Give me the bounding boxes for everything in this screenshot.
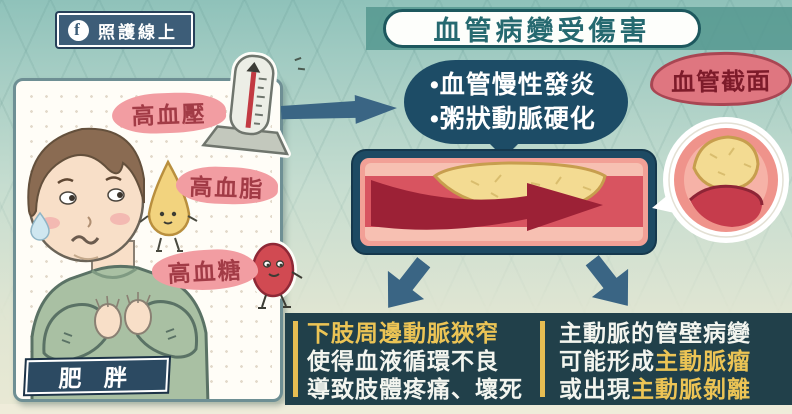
outcome-left-line-2: 使得血液循環不良 — [307, 348, 499, 374]
lipid-droplet-character — [139, 158, 198, 252]
artery-cross-section-diagram — [652, 117, 789, 243]
artery-longitudinal-diagram — [351, 149, 657, 255]
brand-badge: f 照護線上 — [57, 13, 193, 47]
outcome-left-line-3: 導致肢體疼痛、壞死 — [307, 376, 523, 402]
bubble-line-inflammation: •血管慢性發炎 — [430, 71, 596, 99]
outcome-left-line-1: 下肢周邊動脈狹窄 — [307, 320, 499, 346]
outcome-right-line-1: 主動脈的管壁病變 — [559, 320, 751, 346]
outcome-divider-middle — [540, 321, 545, 397]
label-hyperlipidemia: 高血脂 — [175, 165, 279, 206]
blood-pressure-gauge-icon — [199, 51, 306, 158]
outcome-divider-left — [293, 321, 298, 397]
obesity-badge: 肥 胖 — [25, 357, 169, 395]
brand-label: 照護線上 — [98, 22, 178, 42]
outcome-peripheral-artery: 下肢周邊動脈狹窄 使得血液循環不良 導致肢體疼痛、壞死 — [307, 319, 535, 402]
bottom-strip — [0, 404, 792, 414]
outcome-panel: 下肢周邊動脈狹窄 使得血液循環不良 導致肢體疼痛、壞死 主動脈的管壁病變 可能形… — [285, 313, 792, 405]
pathology-bubble: •血管慢性發炎 •粥狀動脈硬化 — [404, 60, 628, 144]
outcome-right-line-2a: 可能形成 — [559, 348, 655, 374]
outcome-right-line-3a: 或出現 — [559, 376, 631, 402]
page-title: 血管病變受傷害 — [383, 9, 701, 48]
outcome-aorta: 主動脈的管壁病變 可能形成主動脈瘤 或出現主動脈剝離 — [559, 319, 792, 402]
outcome-right-line-3b: 主動脈剝離 — [631, 376, 751, 402]
bubble-line-atherosclerosis: •粥狀動脈硬化 — [430, 105, 596, 133]
outcome-right-line-2b: 主動脈瘤 — [655, 348, 751, 374]
facebook-icon: f — [68, 19, 89, 41]
